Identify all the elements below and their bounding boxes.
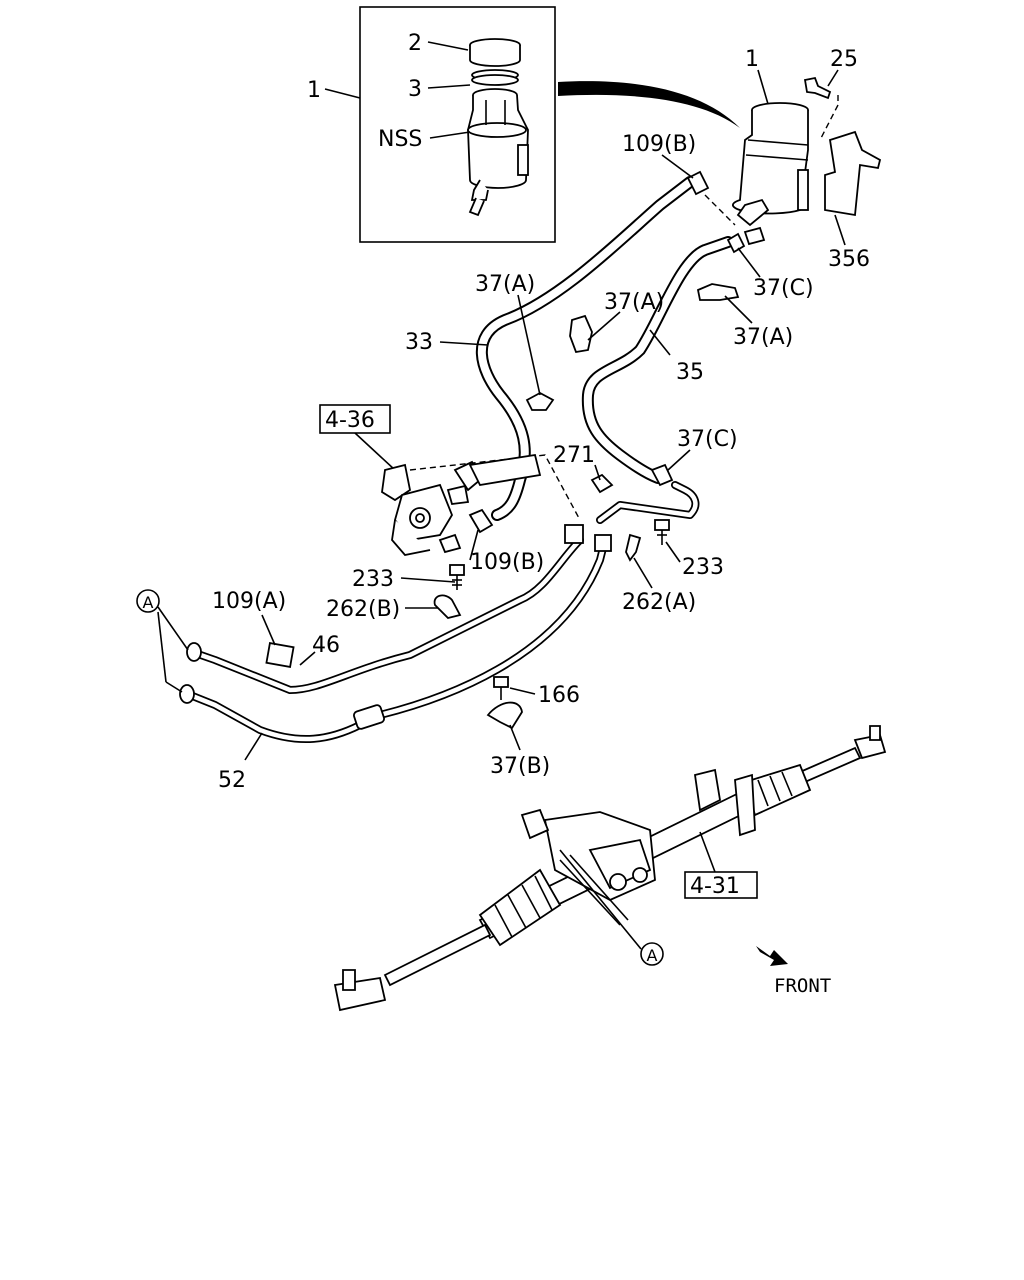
- callout-46: 46: [312, 633, 340, 658]
- pipe-52: [181, 536, 609, 743]
- hose-33: [475, 176, 696, 521]
- callout-33: 33: [405, 330, 433, 355]
- clamp-37a-left: [525, 391, 555, 411]
- callout-166: 166: [538, 683, 580, 708]
- clip-262b: [433, 594, 462, 619]
- callout-233-right: 233: [682, 555, 724, 580]
- callout-233-left: 233: [352, 567, 394, 592]
- leader-1-reservoir: [757, 69, 769, 105]
- callout-262a: 262(A): [622, 590, 696, 615]
- callout-1-reservoir: 1: [745, 47, 759, 72]
- callout-37a-right: 37(A): [733, 325, 793, 350]
- reservoir-inset: [359, 6, 556, 243]
- bolt-271: [590, 473, 614, 494]
- callout-nss: NSS: [378, 127, 422, 152]
- pipe-end-fittings: [179, 524, 612, 730]
- reservoir-seal: [471, 69, 519, 86]
- callout-37a-left: 37(A): [475, 272, 535, 297]
- leader-37a-left: [517, 294, 541, 396]
- circle-a-left: [136, 589, 189, 693]
- callout-262b: 262(B): [326, 597, 400, 622]
- clamp-109b-top: [686, 170, 736, 226]
- reservoir-cap: [469, 38, 521, 67]
- clamp-37b: [486, 701, 523, 730]
- leader-233-right: [665, 541, 681, 563]
- ref-box-4-31: [684, 871, 758, 899]
- ref-label-4-31: 4-31: [690, 874, 740, 899]
- clamp-37a-mid: [569, 314, 593, 354]
- bolt-233-right: [654, 519, 670, 545]
- callout-356: 356: [828, 247, 870, 272]
- callout-52: 52: [218, 768, 246, 793]
- inset-link-arrow: [558, 81, 740, 128]
- power-steering-pump: [319, 404, 581, 556]
- callout-1-inset: 1: [307, 78, 321, 103]
- tag-109a: [265, 642, 295, 668]
- leader-271: [594, 464, 601, 481]
- callout-37c-mid: 37(C): [677, 427, 738, 452]
- callout-35: 35: [676, 360, 704, 385]
- leader-262a: [633, 557, 653, 589]
- clamp-109b-pump: [468, 508, 494, 534]
- leader-46: [299, 651, 316, 666]
- leader-37a-right: [724, 295, 753, 324]
- callout-37a-mid: 37(A): [604, 290, 664, 315]
- leader-37c-mid: [667, 449, 691, 471]
- leader-109b-top: [661, 154, 694, 179]
- leader-33: [439, 341, 489, 346]
- callout-2: 2: [408, 31, 422, 56]
- front-arrow-icon: [756, 946, 788, 966]
- front-label: FRONT: [774, 975, 831, 997]
- bolt-233-left: [449, 564, 465, 590]
- callout-37c-top: 37(C): [753, 276, 814, 301]
- pipe-outer-return: [596, 481, 700, 524]
- leader-356: [834, 214, 846, 246]
- callout-3: 3: [408, 77, 422, 102]
- clamp-37c-mid: [650, 463, 674, 487]
- callout-37b: 37(B): [490, 754, 550, 779]
- reservoir-assembly: [732, 76, 882, 246]
- circle-a-left-label: A: [143, 593, 154, 612]
- ref-box-4-36: [319, 404, 391, 434]
- leader-109b-pump: [469, 529, 479, 561]
- clamp-37a-right: [696, 283, 740, 301]
- callout-109b-top: 109(B): [622, 132, 696, 157]
- leader-37a-mid: [587, 311, 621, 341]
- hose-35: [581, 236, 734, 484]
- circle-a-gear-label: A: [647, 946, 658, 965]
- clip-262a: [625, 533, 642, 562]
- steering-gear: [333, 725, 887, 1012]
- leader-25: [827, 69, 839, 87]
- callout-109b-pump: 109(B): [470, 550, 544, 575]
- leader-35: [649, 329, 671, 356]
- ref-label-4-36: 4-36: [325, 408, 375, 433]
- leader-52: [244, 732, 263, 761]
- bolt-166: [493, 676, 509, 700]
- leader-1-inset: [324, 88, 361, 99]
- circle-a-gear: [559, 849, 664, 966]
- reservoir-body: [467, 88, 529, 217]
- leader-109a: [261, 614, 276, 646]
- callout-25: 25: [830, 47, 858, 72]
- callout-109a: 109(A): [212, 589, 286, 614]
- leader-166: [509, 687, 536, 695]
- callout-labels: 1 2 3 NSS 1 25 109(B) 356 37(C) 37(A) 37…: [143, 31, 870, 997]
- leader-233-left: [400, 577, 456, 583]
- clamp-37c-top: [726, 232, 746, 254]
- leader-37c-top: [737, 247, 761, 278]
- callout-271: 271: [553, 443, 595, 468]
- pipe-46: [188, 536, 584, 694]
- leader-37b: [509, 724, 521, 751]
